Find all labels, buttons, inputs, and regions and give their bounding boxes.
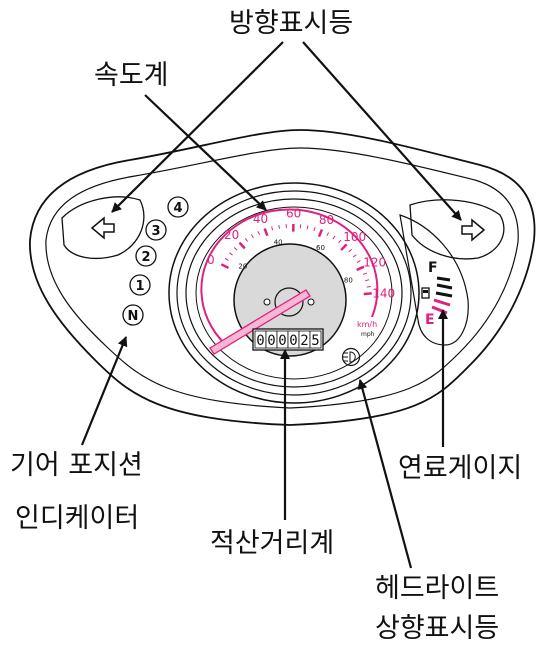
gear-label: 1 (135, 279, 144, 294)
minor-tick (279, 225, 280, 229)
minor-tick (365, 280, 369, 281)
minor-tick (307, 226, 308, 230)
kmh-label: 0 (207, 253, 215, 267)
fuel-full-label: F (428, 260, 438, 276)
label-speedometer: 속도계 (94, 62, 169, 89)
odometer-digit: 0 (278, 333, 286, 349)
minor-tick (333, 236, 335, 239)
minor-tick (357, 261, 360, 263)
minor-tick (225, 258, 228, 260)
mph-label: 80 (344, 276, 353, 284)
arrow-speedometer (145, 95, 266, 210)
kmh-label: 60 (286, 207, 301, 221)
gear-label: 2 (141, 250, 150, 265)
minor-tick (339, 240, 341, 243)
kmh-label: 100 (343, 230, 366, 244)
label-turn-signal: 방향표시등 (229, 10, 353, 37)
unit-kmh: km/h (357, 320, 377, 329)
minor-tick (363, 273, 367, 274)
minor-tick (234, 247, 237, 250)
odometer-digit: 0 (267, 333, 275, 349)
minor-tick (251, 235, 253, 238)
mph-label: 40 (274, 239, 283, 247)
dial-screw-left (264, 299, 270, 305)
fuel-pump-icon (422, 288, 429, 298)
label-headlight-line2: 상향표시등 (375, 615, 499, 642)
kmh-label: 80 (319, 213, 334, 227)
minor-tick (349, 249, 352, 252)
gear-label: N (128, 309, 139, 324)
kmh-label: 20 (224, 228, 239, 242)
minor-tick (314, 227, 315, 231)
minor-tick (367, 286, 371, 287)
fuel-scale (432, 278, 452, 313)
kmh-label: 40 (253, 212, 268, 226)
fuel-empty-label: E (425, 312, 435, 328)
odometer-digit: 2 (300, 333, 308, 349)
right-turn-lens (410, 200, 504, 259)
mph-label: 60 (316, 244, 325, 252)
arrow-right-icon (462, 220, 484, 240)
label-gear-line1: 기어 포지션 (10, 452, 143, 479)
minor-tick (229, 253, 232, 255)
left-turn-lens (62, 197, 144, 259)
label-headlight-line1: 헤드라이트 (375, 575, 499, 602)
gear-label: 3 (151, 224, 160, 239)
minor-tick (245, 238, 247, 241)
mph-label: 20 (238, 263, 247, 271)
label-fuel-gauge: 연료게이지 (398, 455, 522, 482)
gear-label: 4 (173, 201, 182, 216)
odometer-digit: 0 (256, 333, 264, 349)
label-odometer: 적산거리계 (210, 530, 334, 557)
minor-tick (258, 231, 260, 234)
kmh-label: 120 (363, 256, 386, 270)
kmh-label: 140 (372, 286, 395, 300)
minor-tick (272, 227, 273, 231)
arrow-left-icon (92, 218, 114, 238)
dial-screw-right (308, 299, 314, 305)
label-gear-line2: 인디케이터 (15, 505, 139, 532)
unit-mph: mph (361, 331, 375, 338)
minor-tick (327, 232, 329, 235)
odometer-digit: 0 (289, 333, 297, 349)
odometer-digit: 5 (311, 333, 319, 349)
minor-tick (353, 255, 356, 257)
